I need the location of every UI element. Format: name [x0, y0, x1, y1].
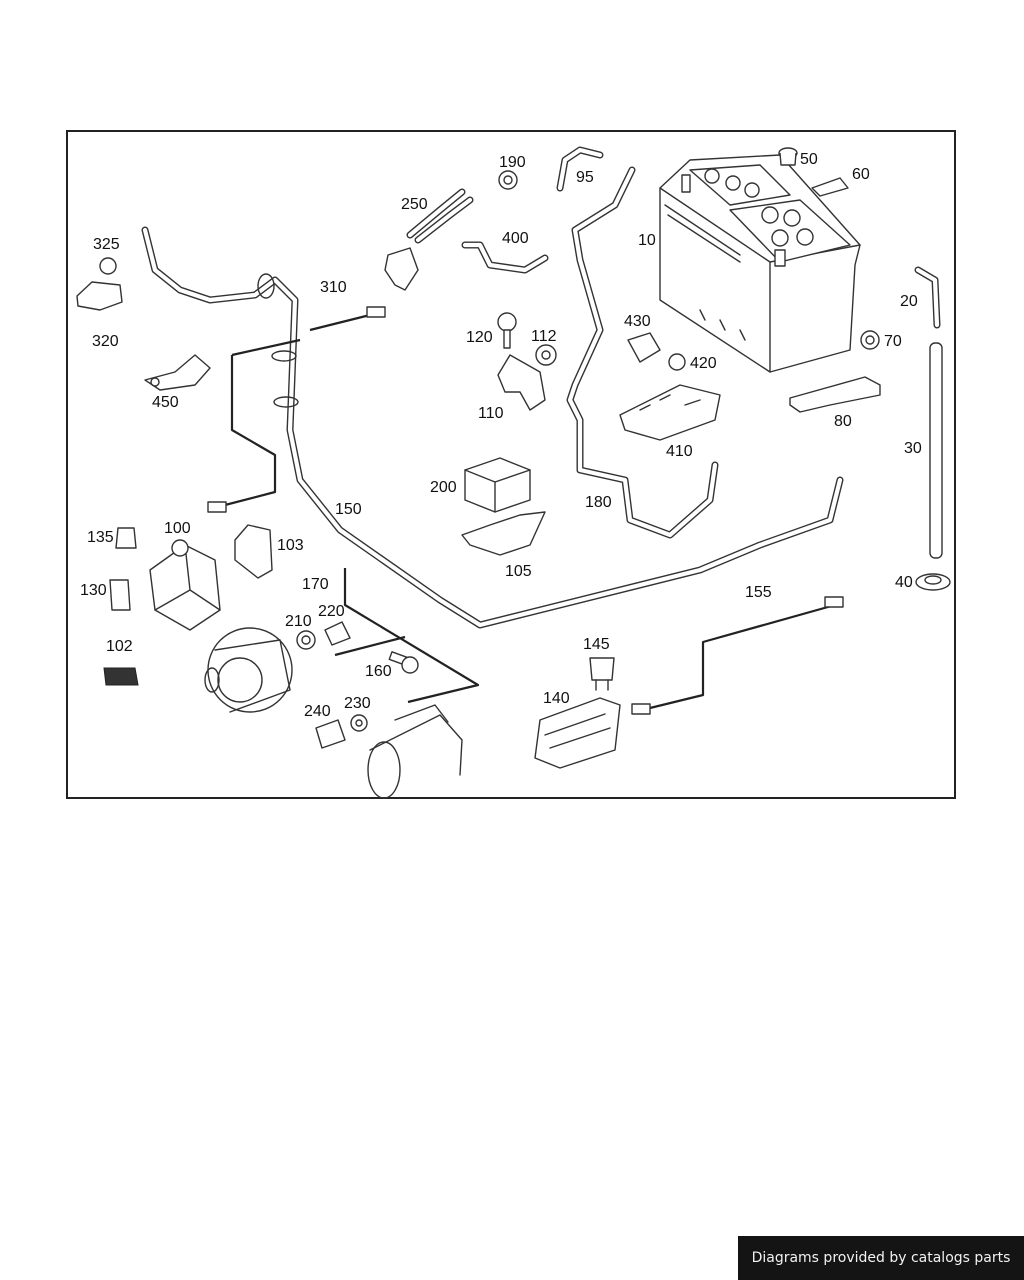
- relay-100[interactable]: [149, 539, 221, 631]
- label-240: 240: [304, 703, 331, 720]
- label-190: 190: [499, 154, 526, 171]
- nut-420[interactable]: [668, 353, 686, 371]
- label-180: 180: [585, 494, 612, 511]
- label-30: 30: [904, 440, 922, 457]
- relay-430[interactable]: [627, 332, 661, 363]
- cable-180[interactable]: [566, 166, 719, 539]
- label-112: 112: [531, 328, 557, 345]
- cable-150[interactable]: [141, 226, 844, 629]
- label-160: 160: [365, 663, 392, 680]
- label-110: 110: [478, 405, 504, 422]
- label-140: 140: [543, 690, 570, 707]
- cap-135[interactable]: [115, 527, 137, 549]
- sleeve-240[interactable]: [315, 719, 346, 749]
- mount-320[interactable]: [76, 281, 123, 311]
- terminal-clip[interactable]: [811, 177, 849, 197]
- label-170: 170: [302, 576, 329, 593]
- label-95: 95: [576, 169, 594, 186]
- label-103: 103: [277, 537, 304, 554]
- label-310: 310: [320, 279, 347, 296]
- pipe-fitting[interactable]: [384, 188, 474, 291]
- control-module-200[interactable]: [464, 457, 531, 513]
- label-150: 150: [335, 501, 362, 518]
- label-420: 420: [690, 355, 717, 372]
- label-70: 70: [884, 333, 902, 350]
- label-105: 105: [505, 563, 532, 580]
- label-410: 410: [666, 443, 693, 460]
- alternator[interactable]: [204, 627, 293, 713]
- connector-102[interactable]: [103, 667, 139, 686]
- nut-70[interactable]: [860, 330, 880, 350]
- label-100: 100: [164, 520, 191, 537]
- label-430: 430: [624, 313, 651, 330]
- nut-130[interactable]: [109, 579, 131, 611]
- sleeve-220[interactable]: [324, 621, 351, 646]
- nut-210[interactable]: [296, 630, 316, 650]
- label-20: 20: [900, 293, 918, 310]
- label-325: 325: [93, 236, 120, 253]
- label-210: 210: [285, 613, 312, 630]
- vent-tube[interactable]: [929, 342, 943, 559]
- bolt-120[interactable]: [497, 312, 517, 349]
- bolt-160[interactable]: [388, 651, 419, 674]
- bracket-450[interactable]: [144, 354, 211, 391]
- nut-325[interactable]: [99, 257, 117, 275]
- cable-95[interactable]: [556, 146, 604, 192]
- label-50: 50: [800, 151, 818, 168]
- starter-motor[interactable]: [367, 704, 463, 799]
- label-10: 10: [638, 232, 656, 249]
- label-40: 40: [895, 574, 913, 591]
- fuse-145[interactable]: [589, 657, 615, 691]
- label-450: 450: [152, 394, 179, 411]
- harness-155[interactable]: [631, 596, 844, 715]
- grommet[interactable]: [915, 573, 951, 591]
- label-230: 230: [344, 695, 371, 712]
- harness-310[interactable]: [207, 306, 386, 513]
- diagram-frame: [66, 130, 956, 799]
- nut-230[interactable]: [350, 714, 368, 732]
- label-130: 130: [80, 582, 107, 599]
- nut-112[interactable]: [535, 344, 557, 366]
- harness-170[interactable]: [334, 568, 480, 704]
- credit-banner: Diagrams provided by catalogs parts: [738, 1236, 1024, 1280]
- vent-plug[interactable]: [778, 147, 798, 166]
- fuse-box-410[interactable]: [619, 384, 721, 441]
- label-200: 200: [430, 479, 457, 496]
- label-250: 250: [401, 196, 428, 213]
- label-155: 155: [745, 584, 772, 601]
- credit-text: Diagrams provided by catalogs parts: [751, 1250, 1011, 1266]
- cable-400[interactable]: [461, 241, 549, 274]
- label-120: 120: [466, 329, 493, 346]
- callout-labels: 10 20 30 40 50 60 70 80 95 100 102 103 1…: [80, 151, 922, 720]
- label-135: 135: [87, 529, 114, 546]
- label-60: 60: [852, 166, 870, 183]
- label-220: 220: [318, 603, 345, 620]
- label-80: 80: [834, 413, 852, 430]
- label-102: 102: [106, 638, 133, 655]
- nut-190[interactable]: [498, 170, 518, 190]
- label-320: 320: [92, 333, 119, 350]
- label-145: 145: [583, 636, 610, 653]
- label-400: 400: [502, 230, 529, 247]
- connector-103[interactable]: [234, 524, 273, 579]
- battery[interactable]: [659, 154, 861, 373]
- bracket-105[interactable]: [461, 511, 546, 556]
- hose-elbow[interactable]: [914, 266, 941, 329]
- fuse-holder-140[interactable]: [534, 697, 621, 769]
- battery-holder[interactable]: [789, 376, 881, 413]
- bracket-110[interactable]: [497, 354, 546, 411]
